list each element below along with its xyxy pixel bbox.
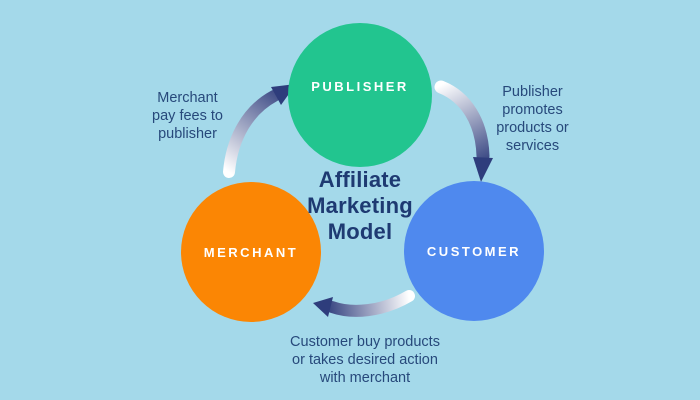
annotation-customer-to-merchant: Customer buy products or takes desired a… <box>290 334 440 387</box>
arrowhead-publisher-to-customer <box>473 157 493 182</box>
publisher-node-label: PUBLISHER <box>311 79 409 94</box>
annotation-merchant-to-publisher: Merchant pay fees to publisher <box>152 90 223 143</box>
arrow-publisher-to-customer <box>434 80 490 163</box>
arrowhead-customer-to-merchant <box>313 297 333 317</box>
arrow-customer-to-merchant <box>326 290 415 317</box>
customer-node <box>404 181 544 321</box>
customer-node-label: CUSTOMER <box>427 244 521 259</box>
annotation-publisher-to-customer: Publisher promotes products or services <box>496 84 569 155</box>
publisher-node <box>288 23 432 167</box>
arrow-merchant-to-publisher <box>223 90 280 178</box>
diagram-title: Affiliate Marketing Model <box>307 167 413 244</box>
merchant-node <box>181 182 321 322</box>
merchant-node-label: MERCHANT <box>204 245 298 260</box>
